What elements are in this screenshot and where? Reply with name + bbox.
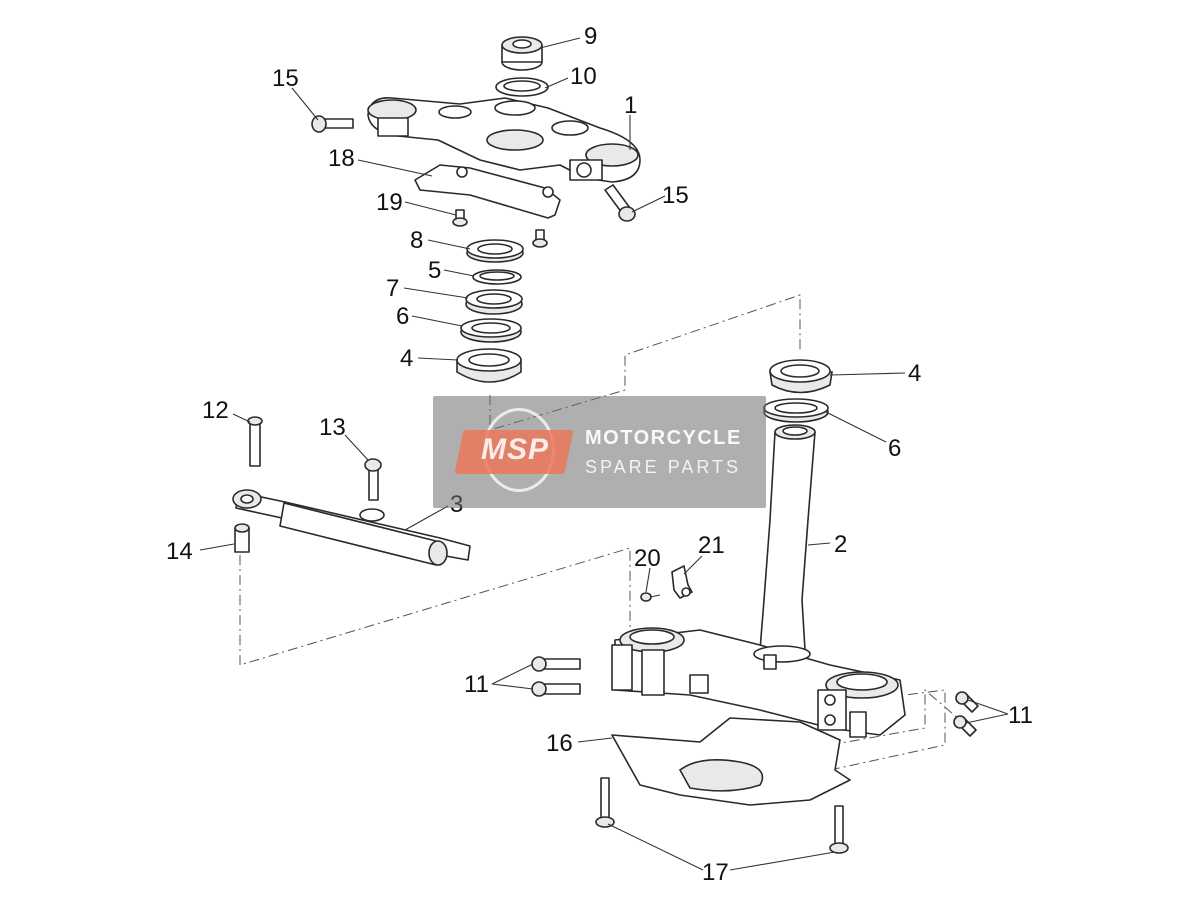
part-6-bearing-left xyxy=(460,318,522,343)
callout-15-upper: 15 xyxy=(272,65,299,92)
callout-13: 13 xyxy=(319,414,346,441)
part-15-bolt-right xyxy=(604,184,636,222)
part-19-screws xyxy=(452,209,548,248)
part-9-nut xyxy=(501,36,543,71)
part-14-bushing xyxy=(234,523,250,553)
watermark-badge: MSP MOTORCYCLE SPARE PARTS xyxy=(433,396,766,508)
callout-7: 7 xyxy=(386,275,399,302)
callout-11-right: 11 xyxy=(1008,702,1033,729)
part-17-long-bolts xyxy=(595,777,849,854)
leader-lines xyxy=(199,37,1009,871)
callout-6-right: 6 xyxy=(888,435,901,462)
callout-21: 21 xyxy=(698,532,725,559)
callout-1: 1 xyxy=(624,92,637,119)
callout-14: 14 xyxy=(166,538,193,565)
part-3-steering-damper xyxy=(232,489,471,566)
callout-12: 12 xyxy=(202,397,229,424)
part-12-pin xyxy=(247,416,263,467)
callout-6-left: 6 xyxy=(396,303,409,330)
part-11-bolts-left xyxy=(531,656,581,697)
part-18-bracket xyxy=(414,164,561,219)
callout-20: 20 xyxy=(634,545,661,572)
part-21-sensor xyxy=(671,565,693,599)
part-6-bearing-right xyxy=(763,398,829,423)
callout-2: 2 xyxy=(834,531,847,558)
callout-9: 9 xyxy=(584,23,597,50)
callout-15-right: 15 xyxy=(662,182,689,209)
part-11-bolts-right xyxy=(953,691,979,737)
part-1-upper-triple-clamp xyxy=(367,97,641,183)
callout-18: 18 xyxy=(328,145,355,172)
part-2-lower-triple-clamp xyxy=(611,424,906,738)
part-20-screw xyxy=(640,592,661,602)
callout-16: 16 xyxy=(546,730,573,757)
part-5-ring xyxy=(472,269,522,285)
part-10-washer xyxy=(495,77,549,97)
callout-4-right: 4 xyxy=(908,360,921,387)
msp-logo-text: MSP xyxy=(481,433,550,466)
part-4-bearing-race-left xyxy=(456,348,522,383)
callout-11-left: 11 xyxy=(464,671,489,698)
part-13-bolt xyxy=(364,458,382,501)
callout-19: 19 xyxy=(376,189,403,216)
callout-5: 5 xyxy=(428,257,441,284)
watermark-subtitle: SPARE PARTS xyxy=(585,457,742,477)
callout-17: 17 xyxy=(702,859,729,886)
part-15-bolt-left xyxy=(311,115,354,133)
callout-4-left: 4 xyxy=(400,345,413,372)
part-16-cover xyxy=(611,717,851,806)
part-7-bearing xyxy=(465,289,523,315)
part-8-seal xyxy=(466,239,524,263)
watermark-title: MOTORCYCLE xyxy=(585,427,742,449)
callout-10: 10 xyxy=(570,63,597,90)
callout-8: 8 xyxy=(410,227,423,254)
part-4-bearing-race-right xyxy=(769,359,833,394)
